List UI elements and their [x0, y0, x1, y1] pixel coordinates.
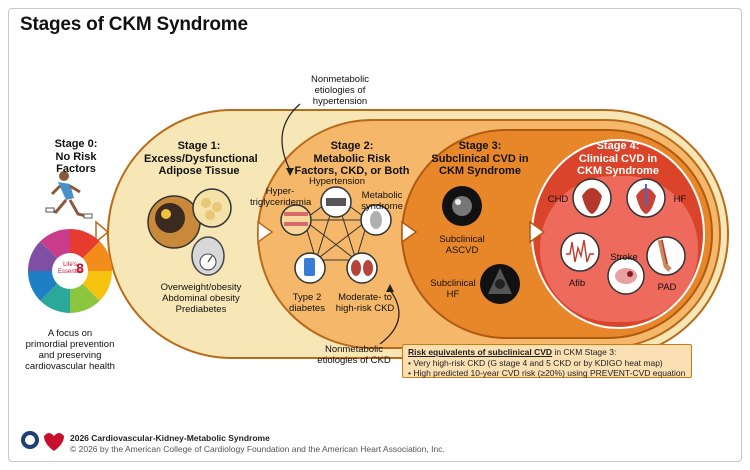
annotation-arrow-ckd	[379, 289, 400, 345]
stage4-heading-line1: Stage 4:	[596, 140, 640, 152]
stage0-heading-line2: No Risk Factors	[55, 150, 97, 176]
annotation-ckd-line2: etiologies of CKD	[317, 355, 391, 366]
stage0-heading: Stage 0: No Risk Factors	[40, 138, 112, 176]
risk-box-heading-suffix: in CKM Stage 3:	[552, 347, 617, 357]
acc-logo-icon	[21, 431, 39, 449]
diabetes-label-line1: Type 2	[292, 292, 322, 303]
pad-leg-icon	[646, 236, 686, 276]
risk-box-heading: Risk equivalents of subclinical CVD	[408, 347, 553, 357]
annotation-hypertension-line2: etiologies of	[314, 85, 366, 96]
stage4-heading-line3: CKM Syndrome	[577, 165, 659, 177]
stage4-heading-line2: Clinical CVD in	[578, 152, 658, 165]
ascvd-label-line2: ASCVD	[445, 245, 479, 256]
hf-subclinical-label: Subclinical HF	[424, 278, 482, 300]
stage2-heading-line3: Factors, CKD, or Both	[294, 165, 410, 177]
hypertension-label: Hypertension	[309, 176, 365, 187]
stage1-heading-line1: Stage 1:	[177, 140, 221, 152]
stage3-heading-line2: Subclinical CVD in	[431, 152, 529, 165]
ascvd-label-line1: Subclinical	[439, 234, 485, 245]
stage1-caption-line1: Overweight/obesity	[160, 282, 242, 293]
stage0-caption-line3: and preserving	[38, 350, 102, 361]
hf-heart-icon	[626, 178, 666, 218]
hf-subclinical-label-line1: Subclinical	[430, 278, 476, 289]
afib-ecg-icon	[560, 232, 600, 272]
ckd-label-line1: Moderate- to	[338, 292, 392, 303]
chd-label: CHD	[547, 194, 569, 205]
diabetes-label: Type 2 diabetes	[280, 292, 334, 314]
scale-icon	[191, 236, 225, 276]
stage0-caption-line1: A focus on	[47, 328, 93, 339]
stage1-heading: Stage 1: Excess/Dysfunctional Adipose Ti…	[144, 140, 258, 178]
hypertriglyceridemia-label-line1: Hyper-	[265, 186, 295, 197]
aha-logo-icon	[44, 433, 64, 451]
hf-echo-image-icon	[480, 264, 520, 304]
stage0-caption-line2: primordial prevention	[25, 339, 115, 350]
arrow-2-3	[401, 220, 418, 244]
risk-box-bullet-2: • High predicted 10-year CVD risk (≥20%)…	[408, 368, 686, 378]
metabolic-syndrome-label: Metabolic syndrome	[356, 190, 408, 212]
annotation-ckd-line1: Nonmetabolic	[324, 344, 384, 355]
hypertriglyceridemia-label: Hyper- triglyceridemia	[250, 186, 312, 208]
ascvd-image-icon	[442, 186, 482, 226]
annotation-ckd: Nonmetabolic etiologies of CKD	[314, 344, 394, 366]
wheel-center-line1: Life's	[63, 262, 77, 268]
pad-label: PAD	[657, 282, 677, 293]
life-essential-8-wheel-icon	[27, 229, 112, 313]
stroke-label: Stroke	[610, 252, 638, 263]
afib-label: Afib	[568, 278, 586, 289]
stage3-heading: Stage 3: Subclinical CVD in CKM Syndrome	[428, 140, 532, 178]
arrow-1-2	[257, 220, 274, 244]
stage2-heading-line2: Metabolic Risk	[313, 152, 391, 165]
ckd-label: Moderate- to high-risk CKD	[334, 292, 396, 314]
wheel-center-line2: Essential	[58, 269, 83, 275]
annotation-hypertension-line3: hypertension	[312, 96, 368, 107]
figure-title: Stages of CKM Syndrome	[20, 14, 248, 35]
chd-heart-icon	[572, 178, 612, 218]
hf-label: HF	[673, 194, 687, 205]
risk-box-bullet-1: • Very high-risk CKD (G stage 4 and 5 CK…	[408, 357, 663, 368]
stage2-heading-line1: Stage 2:	[330, 140, 374, 152]
footer-title: 2026 Cardiovascular-Kidney-Metabolic Syn…	[70, 433, 270, 443]
arrow-0-1	[95, 220, 110, 244]
hypertriglyceridemia-label-line2: triglyceridemia	[250, 197, 312, 208]
stage2-heading: Stage 2: Metabolic Risk Factors, CKD, or…	[282, 140, 422, 178]
stage0-caption: A focus on primordial prevention and pre…	[22, 328, 118, 372]
stage1-caption: Overweight/obesity Abdominal obesity Pre…	[146, 282, 256, 315]
wheel-center-label: Life's Essential	[58, 262, 82, 276]
runner-icon	[45, 171, 93, 219]
annotation-hypertension-line1: Nonmetabolic	[310, 74, 370, 85]
stage2-condition-icons	[280, 186, 392, 284]
footer-copyright: © 2026 by the American College of Cardio…	[70, 444, 445, 454]
metabolic-syndrome-label-line1: Metabolic	[361, 190, 403, 201]
ckd-label-line2: high-risk CKD	[335, 303, 395, 314]
risk-equivalents-box: Risk equivalents of subclinical CVD in C…	[402, 344, 692, 378]
stroke-brain-icon	[607, 257, 645, 295]
stage1-heading-line2: Excess/Dysfunctional	[144, 152, 258, 165]
stage3-heading-line3: CKM Syndrome	[439, 165, 521, 177]
arrow-3-4	[529, 220, 546, 244]
wheel-center-number: 8	[76, 260, 84, 276]
diabetes-label-line2: diabetes	[289, 303, 325, 314]
annotation-arrow-hypertension	[281, 103, 301, 171]
stage0-caption-line4: cardiovascular health	[25, 361, 115, 372]
hf-subclinical-label-line2: HF	[446, 289, 460, 300]
stage1-caption-line3: Prediabetes	[175, 304, 227, 315]
stage4-heading: Stage 4: Clinical CVD in CKM Syndrome	[572, 140, 664, 178]
stage3-heading-line1: Stage 3:	[458, 140, 502, 152]
adipose-tissue-icon	[147, 188, 232, 249]
stage0-heading-line1: Stage 0:	[54, 138, 98, 150]
annotation-hypertension: Nonmetabolic etiologies of hypertension	[300, 74, 380, 107]
hypertriglyceridemia-icon	[280, 204, 312, 236]
stage1-heading-line3: Adipose Tissue	[158, 165, 240, 177]
metabolic-syndrome-label-line2: syndrome	[361, 201, 403, 212]
ascvd-label: Subclinical ASCVD	[432, 234, 492, 256]
stage1-caption-line2: Abdominal obesity	[162, 293, 240, 304]
